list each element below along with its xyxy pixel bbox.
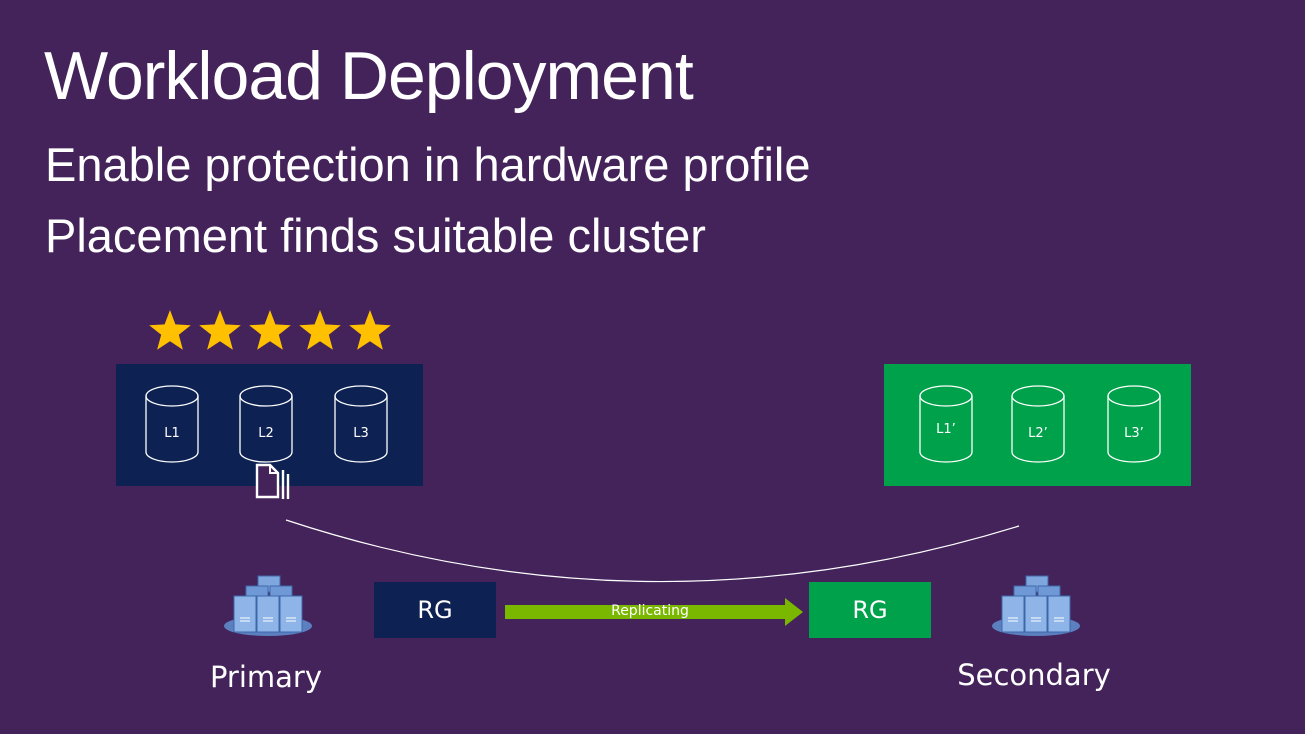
star-icon	[249, 310, 291, 350]
disk-l3: L3	[333, 384, 389, 464]
disk-cylinder-icon	[1107, 385, 1161, 463]
primary-site-label: Primary	[209, 660, 323, 694]
disk-label: L3	[353, 426, 369, 441]
server-stack-icon	[224, 575, 312, 636]
secondary-site-label: Secondary	[957, 658, 1111, 692]
secondary-storage-cluster: L1’ L2’ L3’	[884, 364, 1191, 486]
server-stack-icon	[992, 575, 1080, 636]
disk-cylinder-icon	[919, 385, 973, 463]
disk-label: L2’	[1028, 426, 1048, 441]
star-rating	[148, 308, 392, 352]
disk-l1-replica: L1’	[918, 384, 974, 464]
star-icon	[199, 310, 241, 350]
disk-label: L2	[258, 426, 274, 441]
star-icon	[299, 310, 341, 350]
disk-label: L1	[164, 426, 180, 441]
bullet-placement: Placement finds suitable cluster	[45, 209, 706, 262]
disk-l2-replica: L2’	[1010, 384, 1066, 464]
disk-l1: L1	[144, 384, 200, 464]
disk-cylinder-icon	[239, 385, 293, 463]
secondary-replication-group: RG	[809, 582, 931, 638]
disk-cylinder-icon	[145, 385, 199, 463]
disk-label: L1’	[936, 422, 956, 437]
disk-l2: L2	[238, 384, 294, 464]
replication-arrow	[505, 598, 803, 626]
disk-label: L3’	[1124, 426, 1144, 441]
slide-title: Workload Deployment	[44, 38, 694, 114]
star-icon	[149, 310, 191, 350]
bullet-protection: Enable protection in hardware profile	[45, 138, 811, 191]
documents-stack-icon	[255, 463, 290, 499]
replication-label: Replicating	[611, 603, 689, 619]
disk-cylinder-icon	[1011, 385, 1065, 463]
star-icon	[349, 310, 391, 350]
disk-cylinder-icon	[334, 385, 388, 463]
primary-replication-group: RG	[374, 582, 496, 638]
disk-l3-replica: L3’	[1106, 384, 1162, 464]
